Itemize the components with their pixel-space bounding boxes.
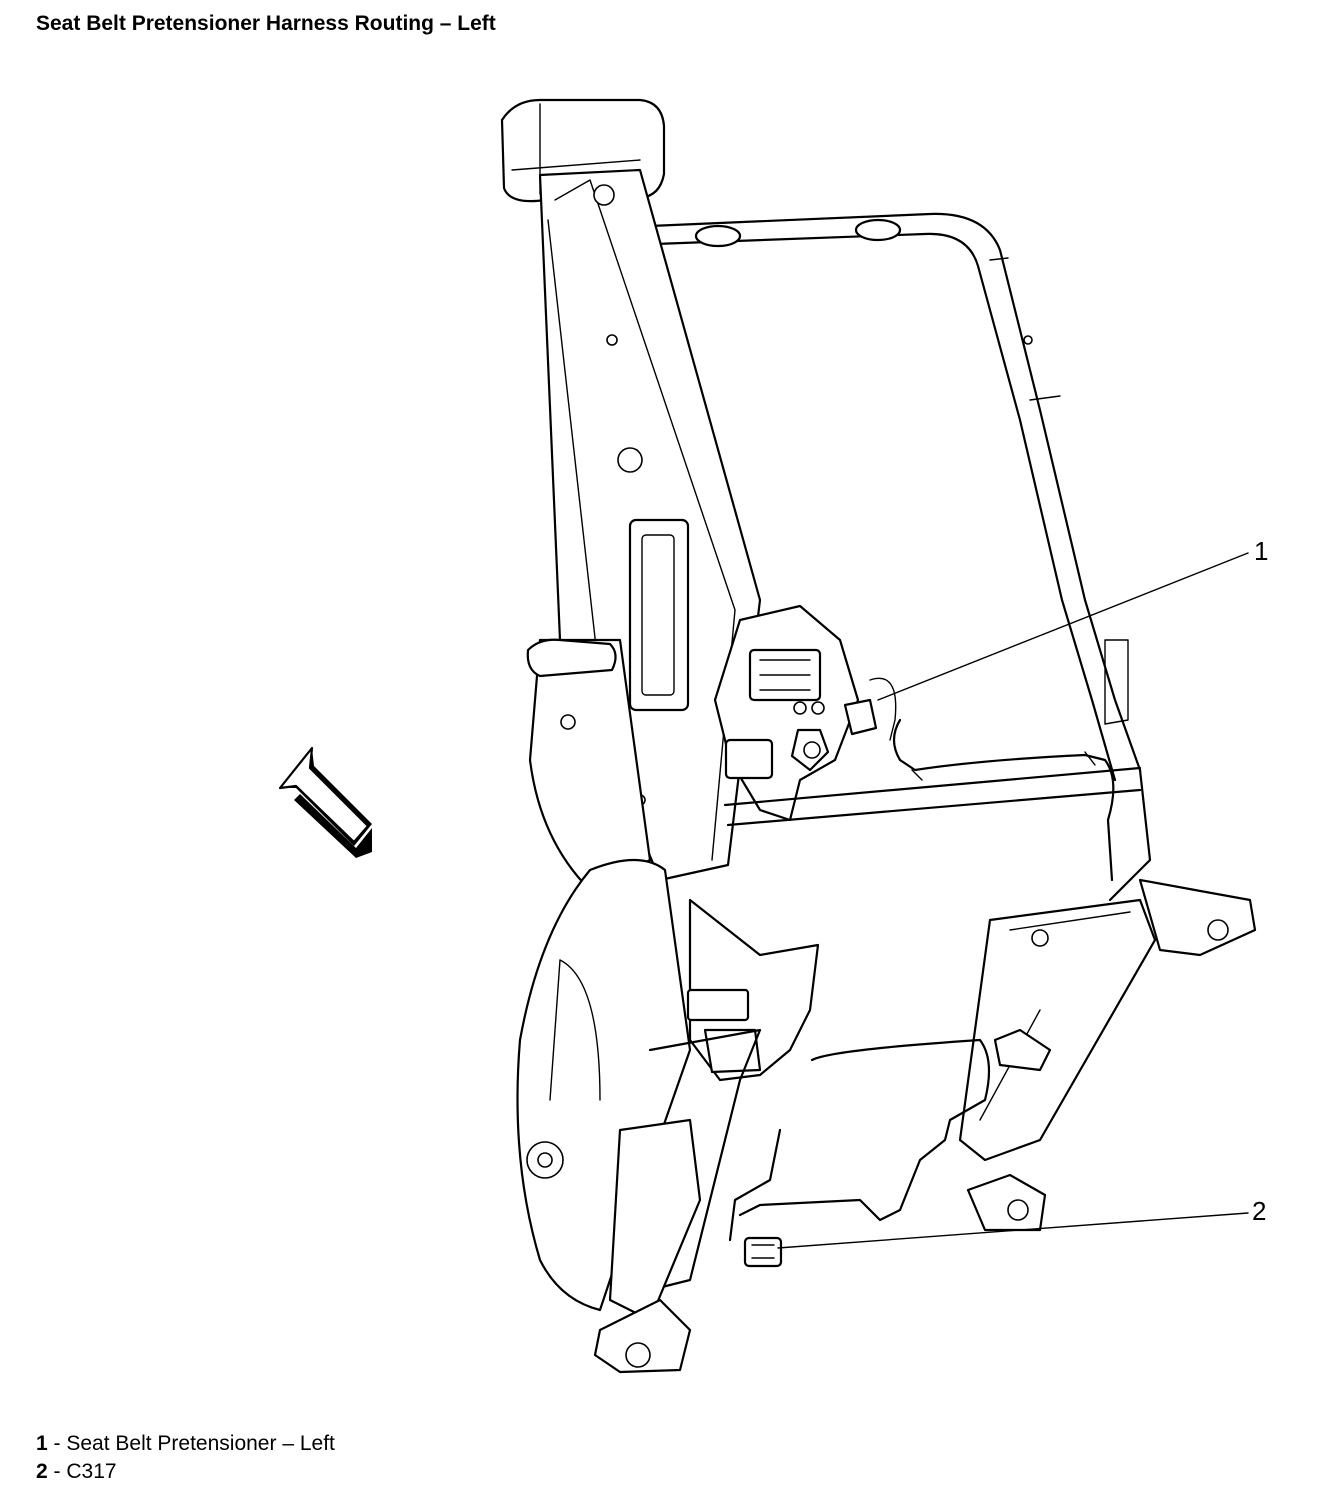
seat-back-shell: [526, 638, 652, 892]
legend-number: 2: [36, 1460, 48, 1483]
legend-label: C317: [66, 1460, 117, 1483]
c317-connector: [743, 1236, 783, 1268]
seat-frame-illustration: 1 2: [278, 98, 1268, 1374]
legend-label: Seat Belt Pretensioner – Left: [66, 1432, 335, 1455]
legend: 1 - Seat Belt Pretensioner – Left 2 - C3…: [36, 1430, 335, 1486]
callout-number-2: 2: [1252, 1196, 1266, 1226]
left-recliner-anchor: [593, 898, 820, 1374]
lower-harness: [728, 1028, 1052, 1268]
front-direction-arrow-icon: [278, 746, 372, 858]
upper-cross-bar-harness: [723, 718, 1142, 882]
seat-cushion-frame: [958, 768, 1257, 1232]
callout-number-1: 1: [1254, 536, 1268, 566]
callout-leaders: [777, 552, 1249, 1249]
diagram-title: Seat Belt Pretensioner Harness Routing –…: [36, 12, 496, 35]
seat-back-frame: [648, 212, 1142, 782]
legend-number: 1: [36, 1432, 48, 1455]
pretensioner-retractor: [713, 604, 897, 822]
seat-side-shield: [516, 858, 692, 1312]
legend-separator: -: [47, 1460, 67, 1483]
legend-item: 1 - Seat Belt Pretensioner – Left: [36, 1430, 335, 1458]
legend-item: 2 - C317: [36, 1458, 335, 1486]
legend-separator: -: [47, 1432, 67, 1455]
